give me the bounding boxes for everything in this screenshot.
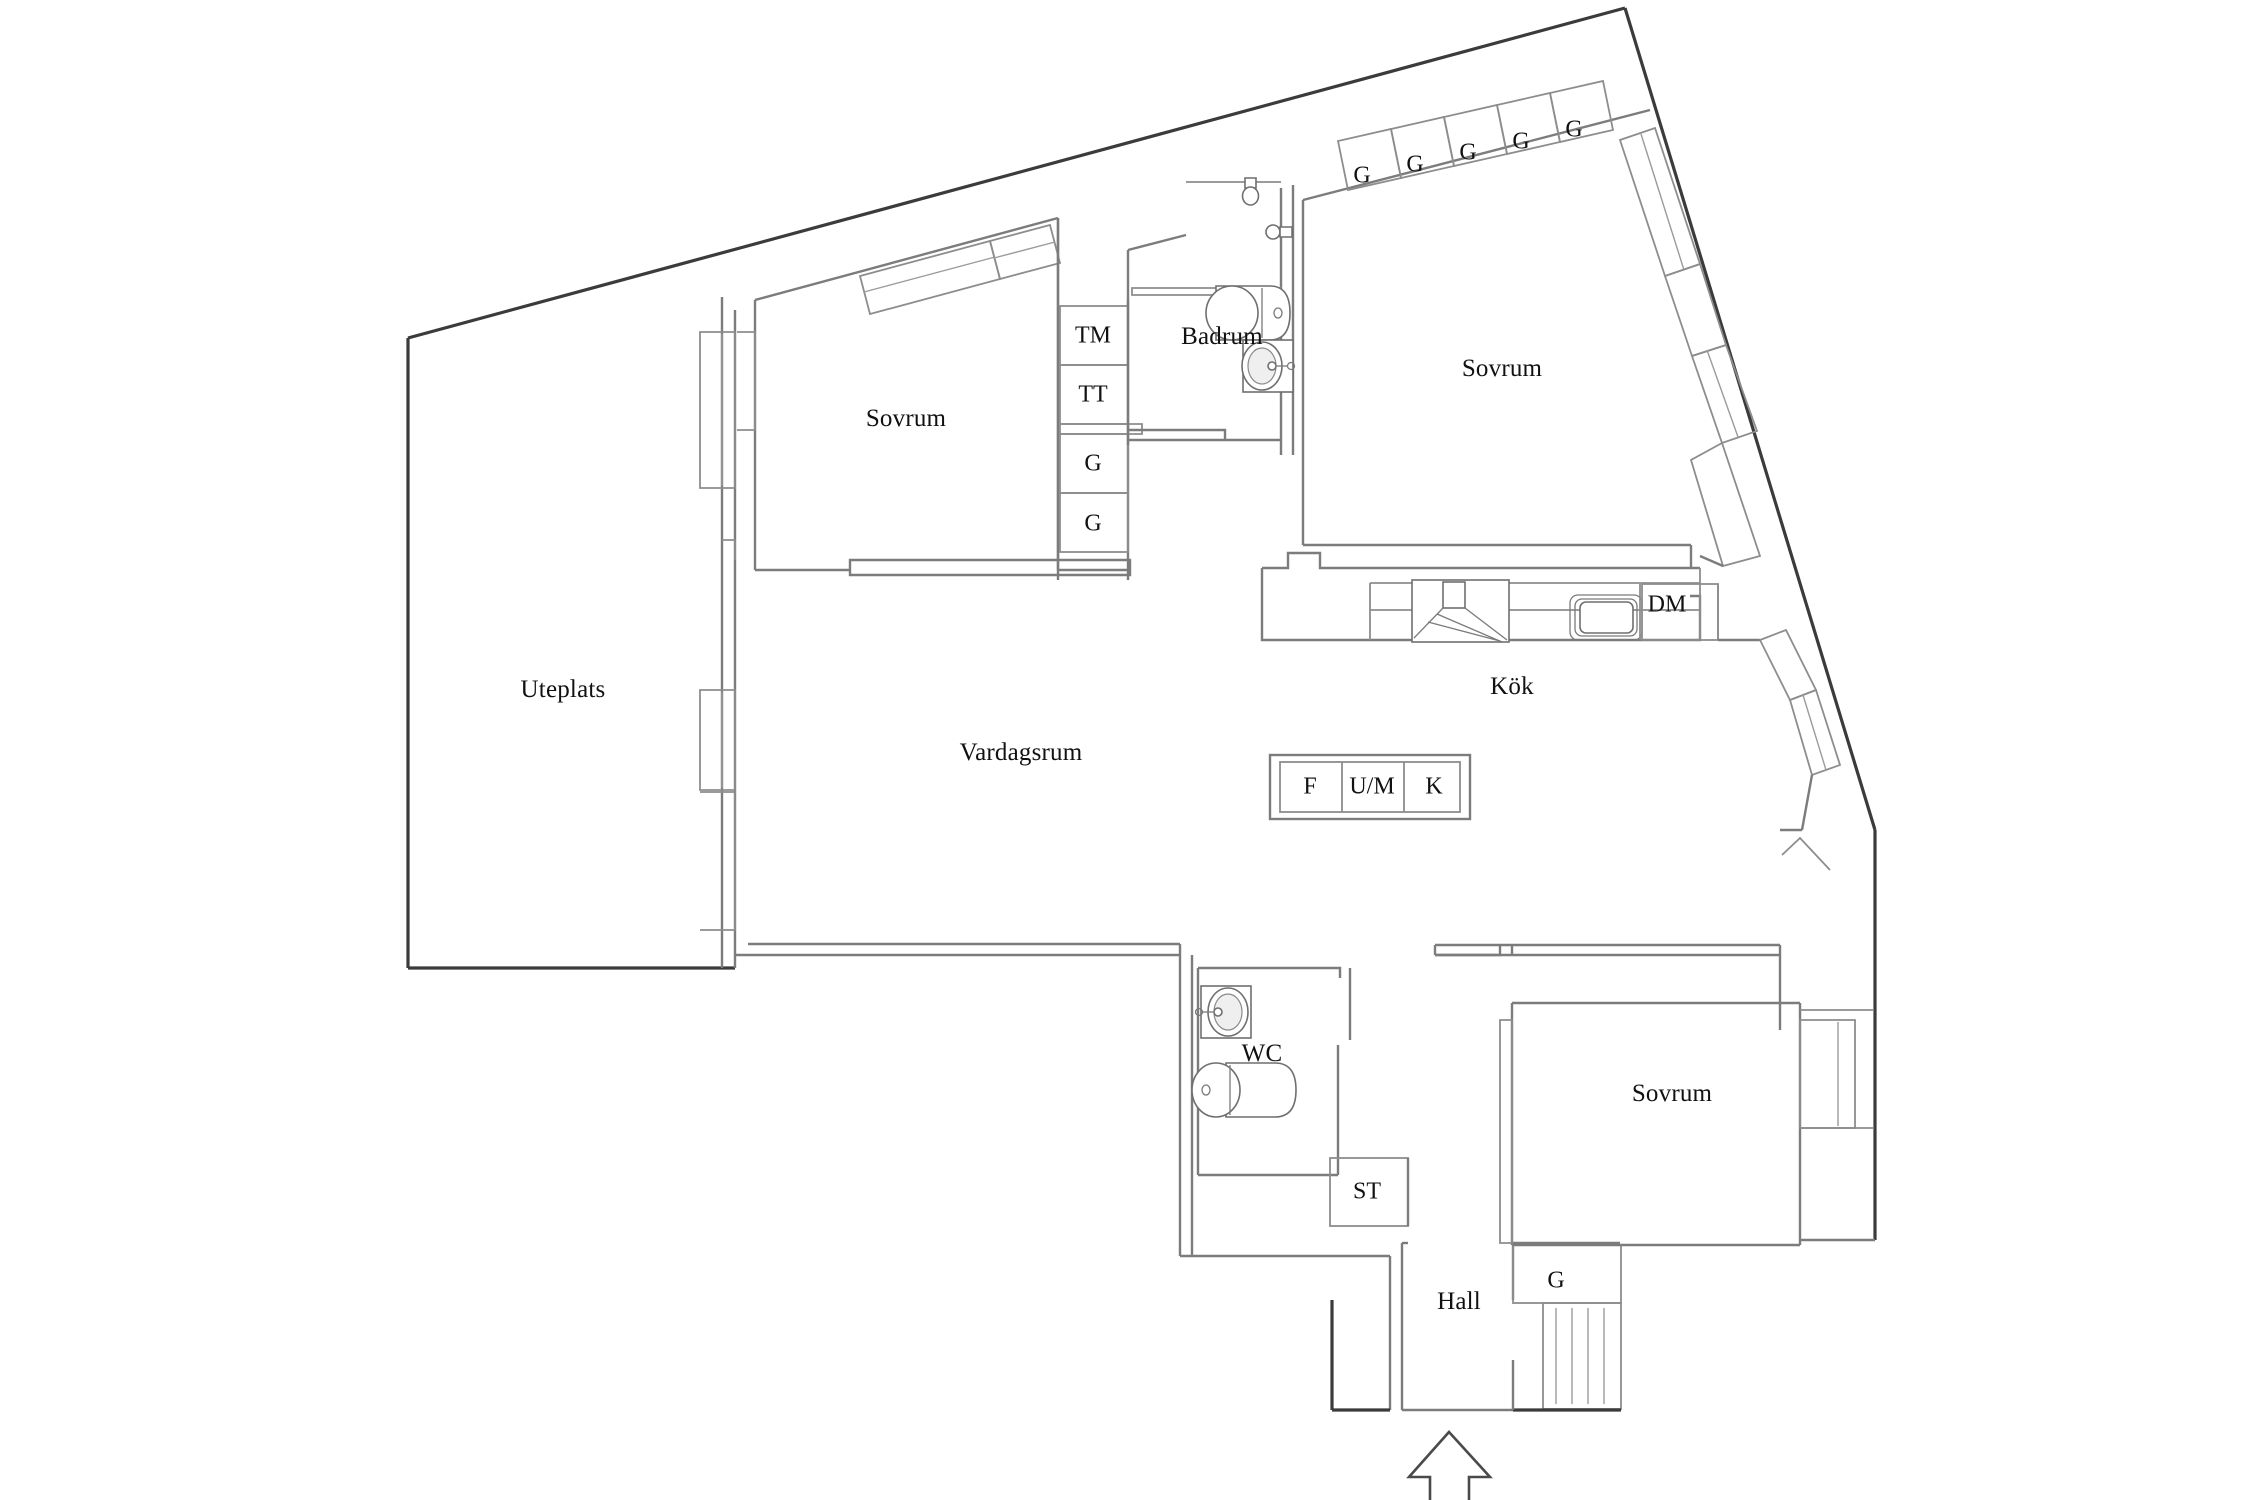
room-badrum <box>1126 177 1296 455</box>
room-sovrum-top-right <box>1301 79 1762 568</box>
misc-connectors <box>1689 545 1842 831</box>
appliance-label-f: F <box>1303 773 1317 800</box>
appliance-label-k: K <box>1425 773 1443 800</box>
room-label-sovrum-top-right: Sovrum <box>1461 355 1543 382</box>
room-vardagsrum <box>735 753 1472 957</box>
room-sovrum-top-left <box>737 216 1132 577</box>
room-label-uteplats: Uteplats <box>520 676 606 703</box>
room-label-badrum: Badrum <box>1181 323 1263 350</box>
appliance-label-tm: TM <box>1075 322 1111 349</box>
wardrobe-label-g-2: G <box>1406 151 1424 178</box>
room-uteplats <box>699 297 737 968</box>
room-label-sovrum-top-left: Sovrum <box>865 405 947 432</box>
entrance-arrow-icon <box>1406 1430 1493 1500</box>
room-label-hall: Hall <box>1437 1288 1481 1315</box>
stove-hood-icon <box>1411 579 1510 643</box>
room-kok <box>1260 551 1719 643</box>
wardrobe-label-g-1: G <box>1353 162 1371 189</box>
storage-st <box>1329 1157 1410 1227</box>
wc-toilet-icon <box>1191 1062 1297 1118</box>
outer-walls <box>406 6 1877 970</box>
appliance-label-dm: DM <box>1647 591 1687 618</box>
room-label-vardagsrum: Vardagsrum <box>959 739 1083 766</box>
wardrobe-label-g-util-2: G <box>1084 510 1102 537</box>
wardrobe-label-g-util-1: G <box>1084 450 1102 477</box>
faucet-icon <box>1265 224 1293 240</box>
wardrobe-label-g-5: G <box>1565 116 1583 143</box>
kitchen-sink-icon <box>1569 594 1643 641</box>
room-label-sovrum-bottom: Sovrum <box>1631 1080 1713 1107</box>
shower-head-icon <box>1241 177 1260 206</box>
sink-icon <box>1241 339 1296 393</box>
storage-label-st: ST <box>1352 1178 1382 1205</box>
room-label-kok: Kök <box>1490 673 1534 700</box>
appliance-label-um: U/M <box>1349 773 1395 800</box>
toilet-icon <box>1205 285 1291 341</box>
wc-sink-icon <box>1194 985 1252 1039</box>
wardrobe-label-g-4: G <box>1512 128 1530 155</box>
appliance-label-tt: TT <box>1078 381 1108 408</box>
room-wc <box>1191 966 1352 1177</box>
wardrobe-label-g-3: G <box>1459 139 1477 166</box>
room-sovrum-bottom <box>1499 830 1877 1247</box>
corridor-walls <box>1178 828 1831 1256</box>
wardrobe-label-g-hall: G <box>1547 1267 1565 1294</box>
room-label-wc: WC <box>1241 1040 1283 1067</box>
